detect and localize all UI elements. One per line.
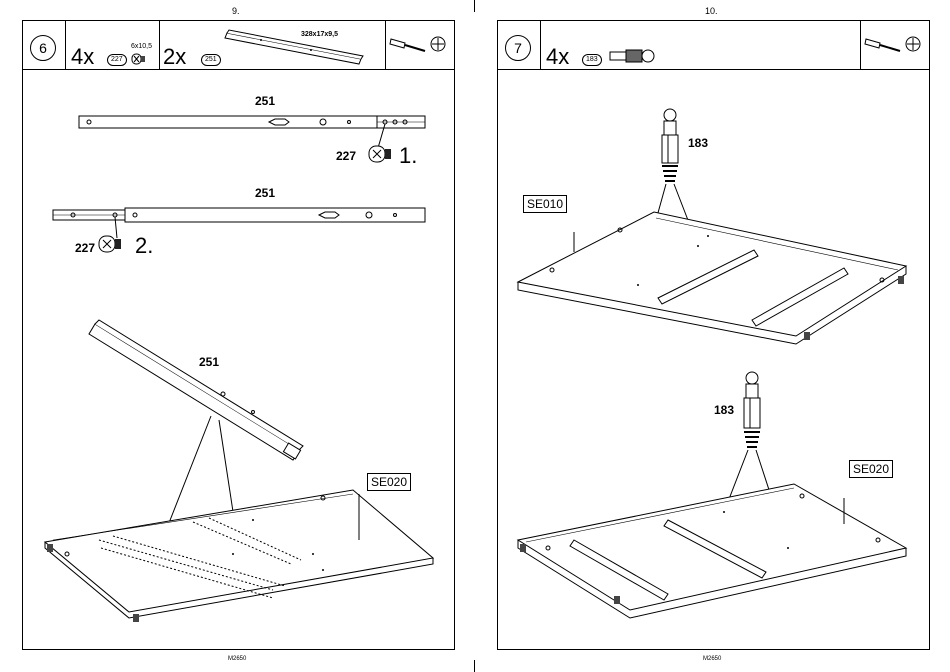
page-number-left: 9.	[232, 6, 240, 16]
part-number-cam: 227	[107, 54, 127, 66]
quantity-bolt: 4x	[546, 44, 569, 70]
screwdriver-icon	[864, 35, 904, 59]
rail-label-middle: 251	[255, 186, 275, 200]
step-number-cell: 6	[23, 21, 66, 69]
cam-size: 6x10,5	[131, 43, 152, 50]
step-7-illustration	[498, 70, 929, 648]
parts-cell-bolt: 4x 183	[540, 21, 861, 69]
board-tag-se020-right: SE020	[849, 460, 893, 478]
center-tick-top	[474, 0, 475, 12]
step-7-panel: 7 4x 183	[497, 20, 930, 650]
step-6-panel: 6 4x 6x10,5 227 2x 251 328x17x9,5	[22, 20, 455, 650]
center-tick-bottom	[474, 660, 475, 672]
parts-cell-rail: 2x 251 328x17x9,5	[159, 21, 386, 69]
cam-label-2: 227	[75, 241, 95, 255]
rail-icon	[221, 27, 371, 67]
step-number: 7	[505, 35, 531, 61]
board-tag-se020: SE020	[367, 473, 411, 491]
rail-label-diagonal: 251	[199, 355, 219, 369]
tools-cell	[860, 21, 928, 69]
step-number: 6	[30, 35, 56, 61]
part-number-rail: 251	[201, 54, 221, 66]
screwdriver-icon	[389, 35, 429, 59]
step-6-header: 6 4x 6x10,5 227 2x 251 328x17x9,5	[23, 21, 454, 70]
rail-with-cam-1	[79, 116, 425, 162]
tools-cell	[385, 21, 453, 69]
footer-right: M2650	[703, 656, 721, 662]
sequence-1: 1.	[399, 143, 417, 169]
bolt-label-top: 183	[688, 136, 708, 150]
quantity-rail: 2x	[163, 44, 186, 70]
board-tag-se010: SE010	[523, 195, 567, 213]
cam-label-1: 227	[336, 149, 356, 163]
footer-left: M2650	[228, 656, 246, 662]
phillips-head-icon	[904, 35, 922, 53]
board-se020	[45, 490, 433, 622]
page-number-right: 10.	[705, 6, 718, 16]
quantity-cam: 4x	[71, 44, 94, 70]
step-6-illustration	[23, 70, 454, 648]
parts-cell-cam: 4x 6x10,5 227	[65, 21, 160, 69]
rail-label-top: 251	[255, 94, 275, 108]
sequence-2: 2.	[135, 233, 153, 259]
rail-with-cam-2	[53, 208, 425, 252]
phillips-head-icon	[429, 35, 447, 53]
board-se010	[518, 212, 906, 344]
cam-bolt-icon	[608, 47, 656, 65]
cam-lock-icon	[131, 53, 147, 65]
part-number-bolt: 183	[582, 54, 602, 66]
bolt-label-bottom: 183	[714, 403, 734, 417]
step-7-header: 7 4x 183	[498, 21, 929, 70]
board-se020-right	[518, 484, 906, 618]
step-number-cell: 7	[498, 21, 541, 69]
